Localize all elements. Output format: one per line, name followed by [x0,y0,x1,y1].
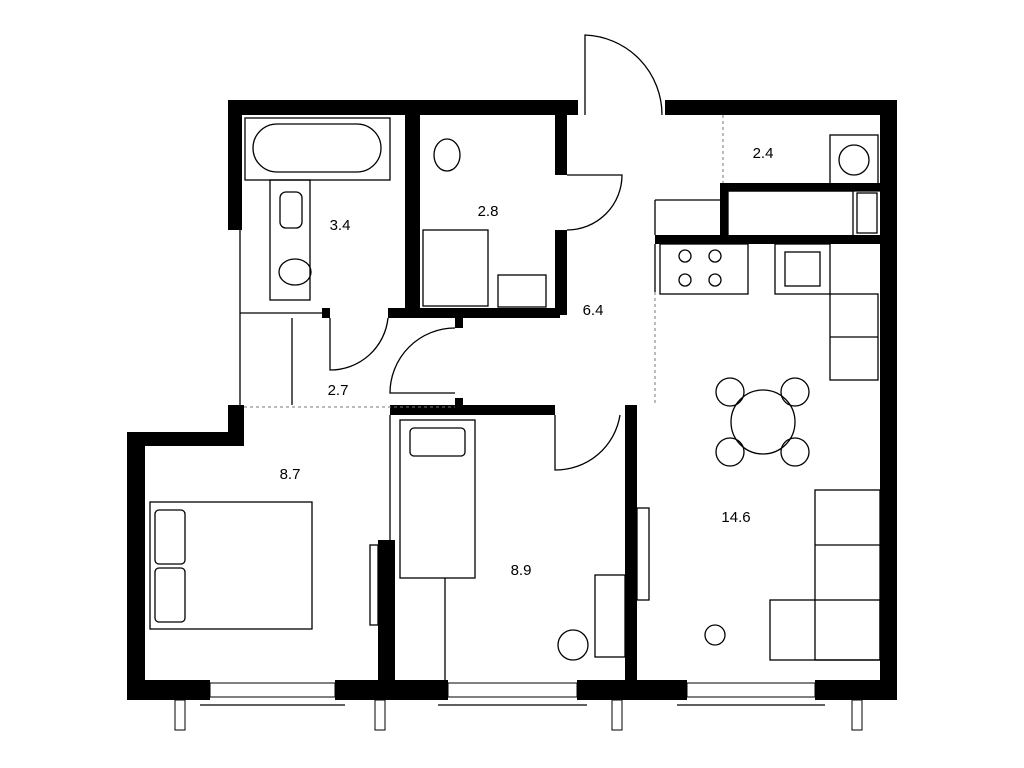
shower [422,229,489,307]
kids-door [554,414,621,471]
wc-door [566,174,623,231]
room-area-bathroom: 3.4 [330,217,351,234]
kitchen-sink [774,243,831,295]
bathtub [244,117,391,181]
doors[interactable] [329,34,663,471]
corridor-door [389,327,456,394]
wc-sink [497,274,547,308]
wc-toilet [433,138,461,172]
room-area-wc: 2.8 [478,203,499,220]
dashed-boundaries [244,115,724,408]
room-area-corridor: 2.7 [328,382,349,399]
windows[interactable] [174,682,863,731]
room-labels: 3.4 2.8 2.4 6.4 2.7 8.7 8.9 14.6 [280,145,774,579]
bed [149,501,313,630]
entrance-door [584,34,663,116]
vanity [269,179,311,301]
washer [829,134,879,186]
kids-bed [399,419,476,579]
room-area-kitchen-living: 14.6 [721,509,750,526]
toilet [278,258,312,286]
room-area-hall: 6.4 [583,302,604,319]
bathroom-door [329,317,389,371]
tv [636,507,650,601]
desk [594,574,626,658]
room-area-kids-room: 8.9 [511,562,532,579]
room-area-storage: 2.4 [753,145,774,162]
thin-walls [239,199,720,540]
dining-table [730,389,796,455]
furniture [149,117,881,680]
bedroom-tv [369,544,379,626]
room-area-bedroom: 8.7 [280,466,301,483]
stove [659,243,749,295]
walls [127,100,897,700]
sofa [814,489,881,661]
